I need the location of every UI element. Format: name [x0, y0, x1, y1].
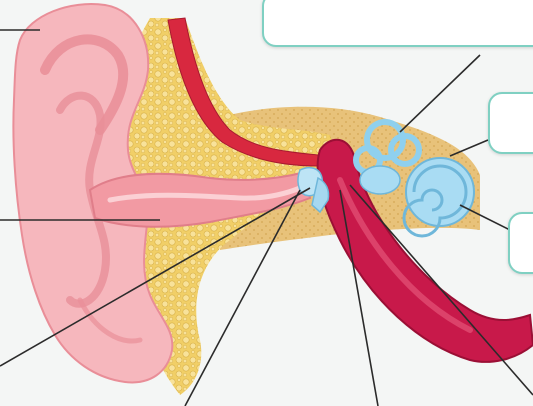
vestibule [360, 166, 400, 194]
label-box-top [262, 0, 533, 47]
label-box-middle-right [488, 92, 533, 154]
label-box-lower-right [508, 212, 533, 274]
